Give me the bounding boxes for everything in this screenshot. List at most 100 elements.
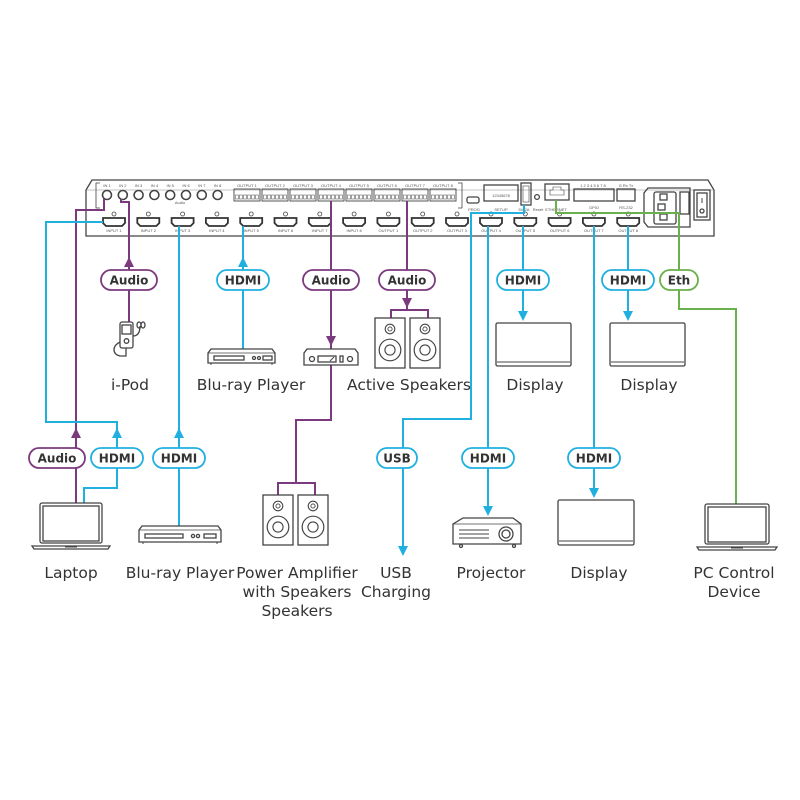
audio-input-label: IN 4: [151, 183, 159, 188]
hdmi-input-port[interactable]: INPUT 2: [136, 211, 161, 233]
audio-output-label: OUTPUT 5: [349, 183, 369, 188]
audio-output-terminal[interactable]: OUTPUT 8: [429, 183, 457, 202]
amp-to-speakers-cable-right: [296, 482, 316, 495]
audio-input-jack[interactable]: IN 7: [196, 183, 208, 201]
bluray-bottom-arrow-icon: [174, 428, 184, 438]
audio-output-bracket: [458, 182, 463, 209]
audio-output-terminal[interactable]: OUTPUT 3: [289, 183, 317, 202]
bluray-player-bottom-label: Blu-ray Player: [126, 564, 235, 582]
bluray-player-top-label: Blu-ray Player: [197, 376, 306, 394]
audio-input-jack[interactable]: IN 2: [117, 183, 129, 201]
audio-input-jack[interactable]: IN 3: [133, 183, 144, 201]
pill-label: Audio: [110, 274, 149, 288]
hdmi-output-port[interactable]: OUTPUT 3: [445, 211, 469, 233]
display1-arrow-icon: [518, 311, 528, 321]
power-amplifier-label-line2: with Speakers: [243, 583, 352, 601]
amp-to-speakers-cable: [277, 365, 332, 495]
laptop-audio-cable: [75, 199, 105, 503]
audio-input-jack[interactable]: IN 1: [101, 183, 113, 201]
power-switch[interactable]: [693, 189, 711, 221]
usb-charging-label-line2: Charging: [361, 583, 431, 601]
display-3-label: Display: [570, 564, 627, 582]
audio-output-terminal[interactable]: OUTPUT 6: [373, 183, 401, 202]
hdmi-input-port[interactable]: INPUT 4: [205, 211, 229, 233]
audio-input-jack[interactable]: IN 5: [164, 183, 176, 201]
audio-input-label: IN 2: [119, 183, 127, 188]
rs232-terminal-block[interactable]: G Rx Tx RS-232: [616, 183, 636, 210]
power-amplifier-label-line1: Power Amplifier: [236, 564, 358, 582]
power-amplifier-icon: [303, 348, 359, 366]
amp-audio-arrow-icon: [326, 336, 336, 346]
laptop-audio-arrow-icon: [71, 428, 81, 438]
usb-charging-label-line1: USB: [380, 564, 412, 582]
ipod-audio-arrow-icon: [124, 257, 134, 267]
audio-output-terminal[interactable]: OUTPUT 2: [261, 183, 289, 202]
usb-arrow-icon: [398, 546, 408, 556]
hdmi-input-label: INPUT 1: [106, 228, 122, 233]
hdmi-output-port[interactable]: OUTPUT 1: [376, 211, 401, 233]
display2-hdmi-pill: HDMI: [601, 269, 655, 291]
active-speakers-icon: [374, 317, 441, 369]
bluray-bottom-hdmi-pill: HDMI: [152, 447, 206, 469]
hdmi-input-label: INPUT 6: [278, 228, 294, 233]
audio-output-terminal[interactable]: OUTPUT 5: [345, 183, 373, 202]
hdmi-output-label: OUTPUT 6: [550, 228, 570, 233]
bluray-player-icon: [207, 348, 276, 365]
pill-label: HDMI: [576, 452, 612, 466]
display1-hdmi-pill: HDMI: [496, 269, 550, 291]
laptop-audio-pill: Audio: [28, 447, 86, 469]
setup-dip-switch[interactable]: 12345678 SETUP: [483, 184, 519, 212]
audio-output-terminal[interactable]: OUTPUT 1: [233, 183, 261, 202]
hdmi-input-port[interactable]: INPUT 6: [273, 211, 298, 233]
pc-eth-pill: Eth: [659, 269, 699, 291]
pill-label: HDMI: [161, 452, 197, 466]
audio-input-label: IN 7: [198, 183, 206, 188]
audio-input-label: IN 3: [135, 183, 143, 188]
passive-speakers-icon: [262, 494, 329, 546]
ipod-audio-pill: Audio: [100, 269, 158, 291]
audio-group-label: Audio: [175, 200, 186, 205]
hdmi-output-label: OUTPUT 5: [515, 228, 535, 233]
active-speakers-label: Active Speakers: [347, 376, 471, 394]
audio-output-terminal[interactable]: OUTPUT 7: [401, 183, 429, 202]
audio-input-jack[interactable]: IN 8: [212, 183, 223, 201]
rs232-label: RS-232: [619, 205, 633, 210]
dip-numbers: 12345678: [492, 193, 511, 198]
pill-label: HDMI: [225, 274, 261, 288]
speakers-audio-pill: Audio: [378, 269, 436, 291]
hdmi-output-label: OUTPUT 2: [413, 228, 433, 233]
hdmi-input-label: INPUT 7: [312, 228, 328, 233]
usb-pill: USB: [376, 447, 418, 469]
display-3-icon: [557, 499, 635, 546]
bluray-top-hdmi-pill: HDMI: [216, 269, 270, 291]
audio-output-label: OUTPUT 1: [237, 183, 257, 188]
audio-output-label: OUTPUT 7: [405, 183, 425, 188]
pill-label: Audio: [38, 452, 77, 466]
display2-arrow-icon: [623, 311, 633, 321]
hdmi-output-port[interactable]: OUTPUT 2: [410, 211, 435, 233]
hdmi-input-port[interactable]: INPUT 5: [239, 211, 264, 233]
audio-input-jack[interactable]: IN 6: [180, 183, 192, 201]
audio-output-label: OUTPUT 8: [433, 183, 453, 188]
audio-input-jack[interactable]: IN 4: [149, 183, 160, 201]
active-speakers-bridge: [390, 309, 429, 318]
projector-label: Projector: [457, 564, 527, 582]
laptop-hdmi-cable: [45, 221, 118, 503]
pill-label: Audio: [312, 274, 351, 288]
display-2-label: Display: [620, 376, 677, 394]
projector-arrow-icon: [483, 506, 493, 516]
hdmi-input-label: INPUT 8: [346, 228, 362, 233]
audio-output-label: OUTPUT 3: [293, 183, 313, 188]
pill-label: Audio: [388, 274, 427, 288]
hdmi-output-label: OUTPUT 3: [447, 228, 467, 233]
audio-output-label: OUTPUT 2: [265, 183, 285, 188]
hdmi-input-port[interactable]: INPUT 8: [342, 211, 366, 233]
gpio-terminal-block[interactable]: 1 2 3 4 5 6 7 8 GPIO: [573, 183, 615, 210]
reset-button[interactable]: Reset: [533, 193, 544, 212]
audio-input-label: IN 6: [182, 183, 190, 188]
prog-port[interactable]: PROG: [466, 196, 480, 212]
hdmi-input-port[interactable]: INPUT 3: [170, 211, 195, 233]
hdmi-input-label: INPUT 2: [141, 228, 157, 233]
reset-label: Reset: [533, 207, 544, 212]
matrix-switcher-rear-panel: IN 1 IN 2 IN 3 IN 4 IN 5 IN 6 IN 7 IN 8 Audio O…: [85, 179, 715, 237]
